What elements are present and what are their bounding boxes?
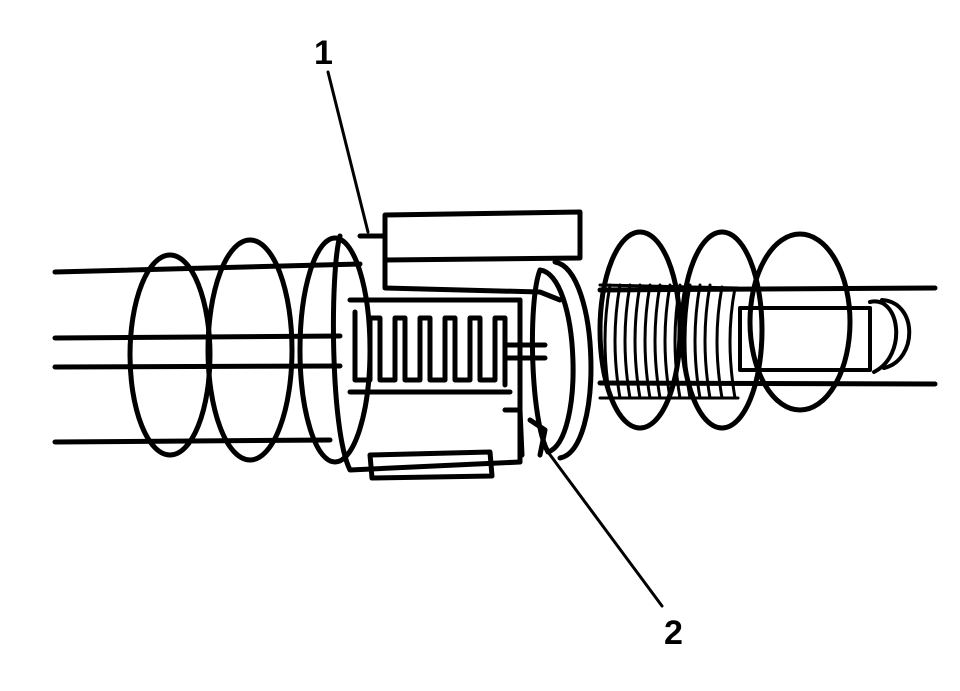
rod-end <box>597 285 938 387</box>
leader-line-2 <box>543 446 664 608</box>
fine-spring <box>598 283 740 400</box>
callout-label-2: 2 <box>664 614 683 652</box>
lock-housing <box>330 209 594 481</box>
callout-label-1: 1 <box>314 34 333 72</box>
coil-spring <box>127 229 853 465</box>
leader-line-1 <box>326 70 370 234</box>
